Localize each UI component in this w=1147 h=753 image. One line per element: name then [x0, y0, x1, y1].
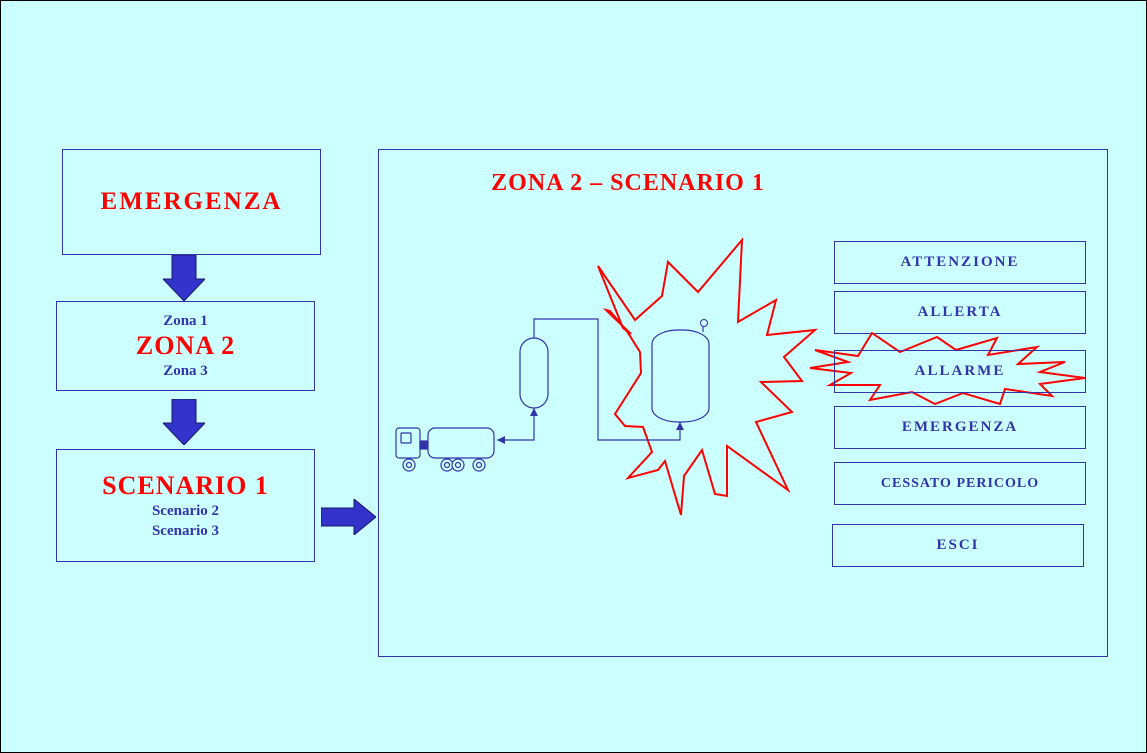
down-arrow-icon: [163, 255, 205, 301]
scenario-selector-box: SCENARIO 1 Scenario 2 Scenario 3: [56, 449, 315, 562]
pipe-truck-to-vessel: [497, 408, 535, 441]
emergenza-button-label: EMERGENZA: [901, 419, 1019, 435]
cessato-pericolo-button[interactable]: CESSATO PERICOLO: [834, 462, 1086, 505]
esci-button-label: ESCI: [936, 537, 980, 553]
right-arrow-icon: [321, 499, 376, 535]
zona-3-option[interactable]: Zona 3: [163, 363, 208, 379]
pipe-vessel-to-tank: [533, 318, 681, 441]
allerta-button[interactable]: ALLERTA: [834, 291, 1086, 334]
flow-arrow-icon: [676, 422, 684, 430]
emergenza-button[interactable]: EMERGENZA: [834, 406, 1086, 449]
flow-arrow-icon: [530, 408, 538, 416]
esci-button[interactable]: ESCI: [832, 524, 1084, 567]
flow-arrow-icon: [497, 436, 505, 444]
zona-2-option-selected[interactable]: ZONA 2: [135, 331, 236, 360]
attenzione-button[interactable]: ATTENZIONE: [834, 241, 1086, 284]
cessato-pericolo-button-label: CESSATO PERICOLO: [880, 475, 1040, 491]
scenario-3-option[interactable]: Scenario 3: [151, 522, 220, 539]
emergenza-title-label: EMERGENZA: [100, 188, 283, 215]
attenzione-button-label: ATTENZIONE: [900, 254, 1020, 270]
scenario-1-option-selected[interactable]: SCENARIO 1: [102, 470, 269, 500]
tanker-truck-icon: [395, 427, 495, 472]
tank-icon: [651, 319, 710, 423]
allarme-button-label: ALLARME: [914, 363, 1006, 379]
zona-selector-box: Zona 1 ZONA 2 Zona 3: [56, 301, 315, 391]
allarme-button[interactable]: ALLARME: [834, 350, 1086, 393]
zona-1-option[interactable]: Zona 1: [163, 313, 208, 329]
allerta-button-label: ALLERTA: [917, 304, 1003, 320]
vessel-icon: [519, 337, 549, 409]
scenario-panel-title: ZONA 2 – SCENARIO 1: [491, 170, 765, 196]
scenario-2-option[interactable]: Scenario 2: [151, 502, 220, 519]
scenario-panel: [378, 149, 1108, 657]
down-arrow-icon: [163, 399, 205, 445]
